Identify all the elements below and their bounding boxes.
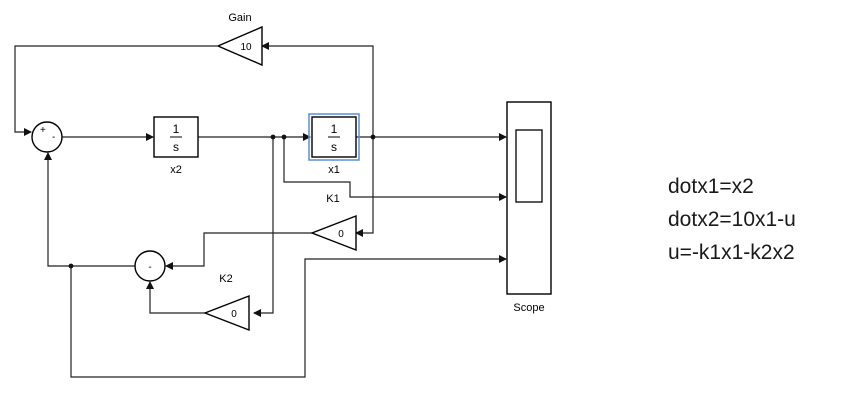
junction-dot: [270, 134, 276, 140]
selection-highlight: [308, 113, 360, 161]
k1-value: 0: [338, 229, 344, 240]
sum-top-plus: +: [40, 125, 46, 136]
wire-u-to-scope: [70, 255, 507, 378]
wire-x1-to-k1: [355, 137, 374, 237]
sum-block-bottom[interactable]: -: [134, 250, 166, 282]
junction-dot: [370, 134, 376, 140]
k2-value: 0: [231, 309, 237, 320]
junction-dot: [281, 134, 287, 140]
sum-bottom-minus: -: [148, 262, 151, 273]
scope-screen: [515, 129, 543, 203]
sum-top-minus: -: [52, 132, 55, 143]
k1-label: K1: [326, 193, 339, 205]
wire-gain-to-sum: [14, 45, 217, 136]
k2-label: K2: [219, 273, 232, 285]
scope-label: Scope: [513, 302, 544, 314]
wire-k1-to-sum2: [165, 232, 312, 270]
gain-value: 10: [240, 42, 252, 53]
gain-label: Gain: [228, 12, 251, 24]
wire-x1-to-gain: [261, 42, 374, 137]
integrator-x1-denominator: s: [331, 140, 337, 154]
integrator-x1-numerator: 1: [331, 122, 338, 136]
wire-sum2-to-sum: [44, 152, 136, 267]
integrator-x2-block[interactable]: 1 s: [153, 116, 199, 158]
k2-gain-block[interactable]: 0: [203, 294, 250, 332]
gain-block[interactable]: 10: [216, 25, 263, 67]
equation-line-2: dotx2=10x1-u: [668, 208, 796, 231]
integrator-x1-block[interactable]: 1 s: [308, 113, 360, 161]
equation-line-3: u=-k1x1-k2x2: [668, 241, 795, 264]
equation-line-1: dotx1=x2: [668, 175, 754, 198]
wire-x2-to-scope: [283, 137, 507, 201]
k1-gain-block[interactable]: 0: [310, 214, 357, 252]
integrator-x2-label: x2: [170, 164, 182, 176]
sum-block-top[interactable]: + -: [31, 121, 63, 153]
wire-x2-to-k2: [253, 137, 274, 317]
integrator-x2-numerator: 1: [173, 122, 180, 136]
integrator-x1-label: x1: [328, 164, 340, 176]
integrator-x2-denominator: s: [173, 140, 179, 154]
wire-k2-to-sum2: [146, 281, 205, 314]
scope-block[interactable]: [506, 101, 552, 295]
junction-dot: [68, 263, 74, 269]
